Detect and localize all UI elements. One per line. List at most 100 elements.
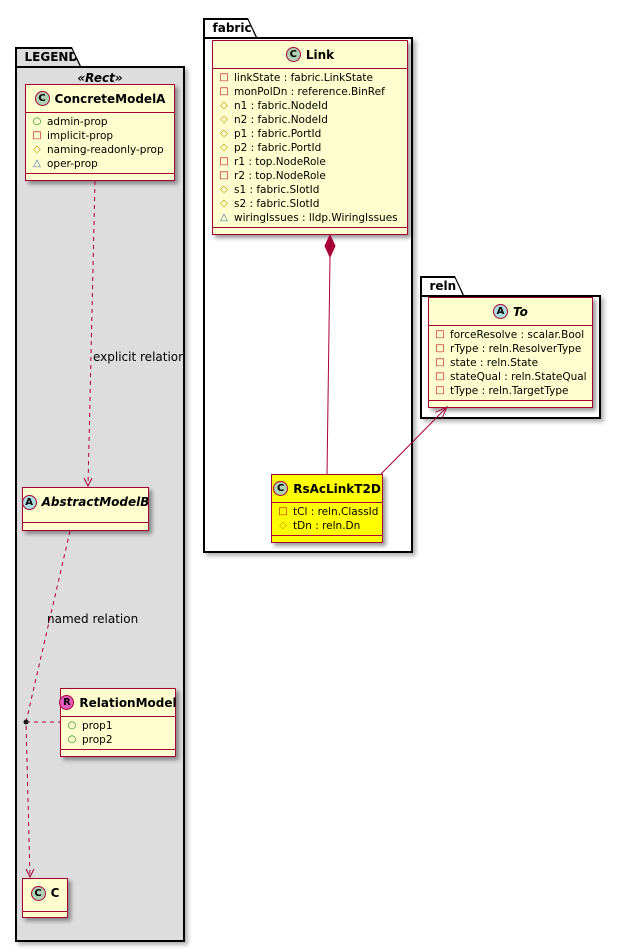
member-text: monPolDn : reference.BinRef xyxy=(234,86,385,98)
diamond-visibility-icon: ◇ xyxy=(220,142,228,153)
square-visibility-icon: □ xyxy=(435,371,445,382)
class-name: RsAcLinkT2D xyxy=(293,481,381,496)
class-member: ○ admin-prop xyxy=(26,115,174,129)
class-member: ◇ n1 : fabric.NodeId xyxy=(213,99,407,113)
member-text: rType : reln.ResolverType xyxy=(450,343,582,355)
class-member: ◇naming-readonly-prop xyxy=(26,143,174,157)
class-spot-icon: R xyxy=(59,695,75,710)
explicit-relation-label: explicit relation xyxy=(93,350,186,364)
class-header: C Link xyxy=(213,41,407,69)
member-text: p2 : fabric.PortId xyxy=(234,142,322,154)
class-member: ◇ n2 : fabric.NodeId xyxy=(213,113,407,127)
diamond-visibility-icon: ◇ xyxy=(220,100,228,111)
class-member: ◇ p2 : fabric.PortId xyxy=(213,141,407,155)
class-member: □rType : reln.ResolverType xyxy=(429,342,592,356)
class-name: C xyxy=(50,886,60,900)
member-text: tDn : reln.Dn xyxy=(293,520,361,532)
square-visibility-icon: □ xyxy=(278,506,288,517)
class-abstract-model-b: A AbstractModelB xyxy=(21,487,149,531)
diamond-visibility-icon: ◇ xyxy=(220,184,228,195)
circle-visibility-icon: ○ xyxy=(67,720,77,731)
class-empty-methods xyxy=(23,523,148,530)
square-visibility-icon: □ xyxy=(32,130,42,141)
square-visibility-icon: □ xyxy=(219,156,229,167)
square-visibility-icon: □ xyxy=(435,329,445,340)
class-member: □tCl : reln.ClassId xyxy=(272,505,382,519)
class-name: To xyxy=(513,304,528,319)
legend-stereotype: «Rect» xyxy=(77,71,123,85)
class-empty-methods xyxy=(23,912,67,917)
member-text: n2 : fabric.NodeId xyxy=(234,114,328,126)
square-visibility-icon: □ xyxy=(219,170,229,181)
class-spot-icon: C xyxy=(285,47,301,62)
member-text: naming-readonly-prop xyxy=(47,144,164,156)
member-text: s1 : fabric.SlotId xyxy=(234,184,320,196)
class-member: ○prop1 xyxy=(61,719,175,733)
package-fabric-tab: fabric xyxy=(203,18,257,37)
class-spot-icon: C xyxy=(34,91,50,106)
member-text: forceResolve : scalar.Bool xyxy=(450,329,585,341)
class-to: A To □forceResolve : scalar.Bool□rType :… xyxy=(428,297,593,408)
class-header: A AbstractModelB xyxy=(21,488,149,516)
class-name: ConcreteModelA xyxy=(54,91,166,106)
member-text: wiringIssues : lldp.WiringIssues xyxy=(234,212,398,224)
member-text: p1 : fabric.PortId xyxy=(234,128,322,140)
triangle-visibility-icon: △ xyxy=(220,212,228,223)
square-visibility-icon: □ xyxy=(435,385,445,396)
member-text: linkState : fabric.LinkState xyxy=(234,72,374,84)
circle-visibility-icon: ○ xyxy=(32,116,42,127)
class-members: ○ admin-prop □ implicit-prop◇naming-readonl… xyxy=(26,113,174,173)
triangle-visibility-icon: △ xyxy=(33,158,41,169)
member-text: state : reln.State xyxy=(450,357,539,369)
named-relation-label: named relation xyxy=(47,612,139,626)
class-link: C Link □ linkState : fabric.LinkState □ mon… xyxy=(212,40,408,235)
class-member: □ forceResolve : scalar.Bool xyxy=(429,328,592,342)
member-text: oper-prop xyxy=(47,158,98,170)
class-footer xyxy=(429,400,592,407)
class-member: ○ prop2 xyxy=(61,733,175,747)
class-member: ◇ s2 : fabric.SlotId xyxy=(213,197,407,211)
diamond-visibility-icon: ◇ xyxy=(220,114,228,125)
package-legend-tab: LEGEND xyxy=(15,47,81,66)
class-rs-ac-link-t2d: C RsAcLinkT2D □tCl : reln.ClassId◇tDn : … xyxy=(271,474,383,543)
member-text: n1 : fabric.NodeId xyxy=(234,100,328,112)
class-header: C C xyxy=(23,879,67,907)
class-footer xyxy=(272,535,382,542)
member-text: r2 : top.NodeRole xyxy=(234,170,326,182)
class-spot-icon: C xyxy=(273,481,289,496)
class-member: □ r2 : top.NodeRole xyxy=(213,169,407,183)
member-text: prop2 xyxy=(82,734,113,746)
class-empty-fields xyxy=(23,516,148,523)
package-reln-tab: reln xyxy=(420,276,464,295)
square-visibility-icon: □ xyxy=(219,86,229,97)
class-spot-icon: A xyxy=(21,494,37,510)
class-member: □tType : reln.TargetType xyxy=(429,384,592,398)
class-c: C C xyxy=(22,878,68,918)
member-text: s2 : fabric.SlotId xyxy=(234,198,320,210)
class-member: △ oper-prop xyxy=(26,157,174,171)
member-text: implicit-prop xyxy=(47,130,114,142)
member-text: admin-prop xyxy=(47,116,108,128)
class-header: C RsAcLinkT2D xyxy=(272,475,382,503)
class-members: □forceResolve : scalar.Bool□rType : reln… xyxy=(429,326,592,400)
class-header: A To xyxy=(429,298,592,326)
diamond-visibility-icon: ◇ xyxy=(220,128,228,139)
class-member: ◇ p1 : fabric.PortId xyxy=(213,127,407,141)
square-visibility-icon: □ xyxy=(435,357,445,368)
class-members: □tCl : reln.ClassId◇tDn : reln.Dn xyxy=(272,503,382,535)
class-member: □ monPolDn : reference.BinRef xyxy=(213,85,407,99)
class-members: ○prop1○ prop2 xyxy=(61,717,175,749)
diamond-visibility-icon: ◇ xyxy=(220,198,228,209)
class-name: RelationModel xyxy=(79,695,177,710)
class-spot-icon: A xyxy=(493,304,509,319)
circle-visibility-icon: ○ xyxy=(67,734,77,745)
class-footer xyxy=(26,173,174,180)
class-member: □ implicit-prop xyxy=(26,129,174,143)
class-footer xyxy=(213,227,407,234)
class-empty-fields xyxy=(23,907,67,912)
class-member: □ state : reln.State xyxy=(429,356,592,370)
class-name: Link xyxy=(305,47,335,62)
class-header: R RelationModel xyxy=(59,689,177,717)
class-member: □stateQual : reln.StateQual xyxy=(429,370,592,384)
